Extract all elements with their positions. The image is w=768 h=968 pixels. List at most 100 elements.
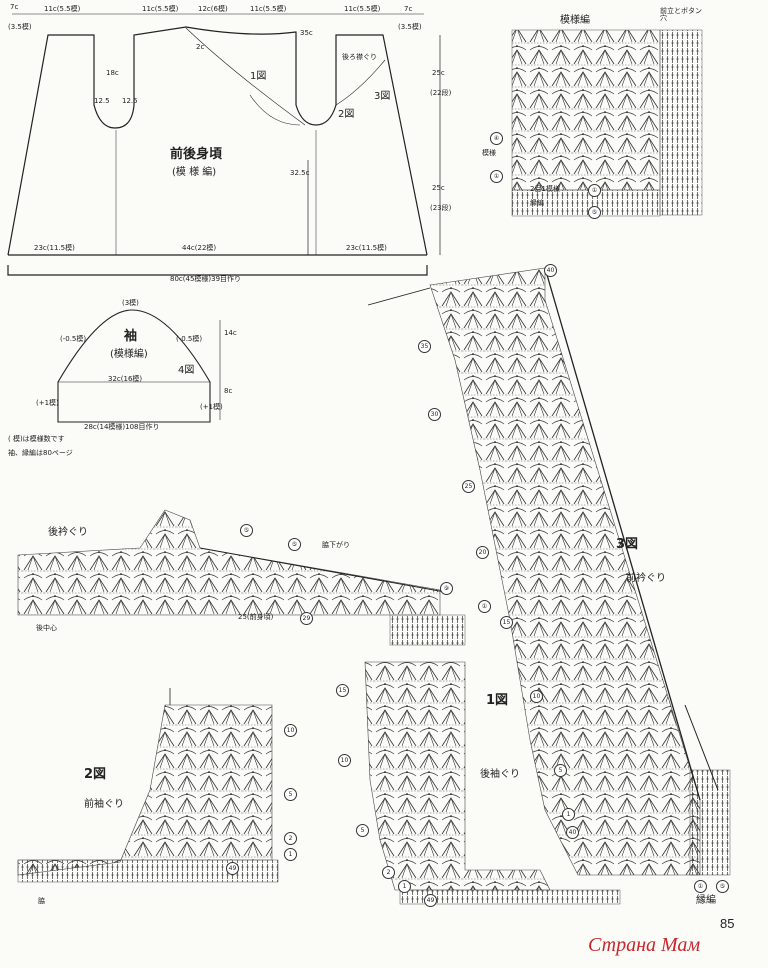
sleeve-label: (+1模)	[36, 399, 59, 407]
row-marker: ④	[490, 132, 503, 145]
row-marker: 25	[462, 480, 475, 493]
diagram-back-label: 脇下がり	[322, 541, 350, 549]
edge-sample-corner-title: 前立とボタン穴	[660, 7, 702, 22]
diagram-2-label: 脇	[38, 897, 45, 905]
body-outline	[7, 13, 441, 276]
sleeve-subtitle: (模様編)	[110, 349, 148, 360]
body-total-label: 80c(45模様)39目作り	[170, 275, 242, 283]
edge-sample-label: 模様	[482, 149, 496, 157]
body-bottom-label: 44c(22模)	[182, 244, 217, 252]
body-side-label: 35c	[300, 29, 313, 37]
row-marker: ①	[588, 184, 601, 197]
row-marker: 15	[336, 684, 349, 697]
body-side-label: (23段)	[430, 204, 452, 212]
body-bottom-label: 23c(11.5模)	[346, 244, 387, 252]
body-bottom-label: 23c(11.5模)	[34, 244, 75, 252]
row-marker: ①	[694, 880, 707, 893]
diagram-back-chart	[17, 509, 466, 646]
body-inner-label: 12.5	[122, 97, 138, 105]
row-marker: ⑨	[440, 582, 453, 595]
body-side-label: 25c	[432, 184, 445, 192]
row-marker: 35	[418, 340, 431, 353]
note-line: 袖、縁編は80ページ	[8, 449, 73, 457]
row-marker: 1	[284, 848, 297, 861]
diagram-2-chart	[17, 688, 279, 883]
body-top-label: 12c(6模)	[198, 5, 228, 13]
body-top-label: 7c	[404, 5, 413, 13]
body-top-label: 11c(5.5模)	[142, 5, 179, 13]
body-top-label: (3.5模)	[398, 23, 422, 31]
body-top-label: 11c(5.5模)	[250, 5, 287, 13]
row-marker: 49	[424, 894, 437, 907]
sleeve-label: (-0.5模)	[60, 335, 87, 343]
row-marker: 10	[338, 754, 351, 767]
row-marker: ①	[478, 600, 491, 613]
row-marker: 1	[562, 808, 575, 821]
sleeve-title: 袖	[124, 329, 138, 344]
edge-sample-title: 模様編	[560, 15, 590, 26]
row-marker: 10	[284, 724, 297, 737]
row-marker: 5	[356, 824, 369, 837]
row-marker: 1	[398, 880, 411, 893]
edge-sample-label: 2目1模様	[530, 185, 560, 193]
sleeve-label: 8c	[224, 387, 233, 395]
note-line: ( 模)は模様数です	[8, 435, 65, 443]
diagram-back-label: 後中心	[36, 624, 57, 632]
body-top-label: (3.5模)	[8, 23, 32, 31]
row-marker: 2	[382, 866, 395, 879]
body-inner-label: 3図	[374, 91, 391, 102]
body-side-label: (22段)	[430, 89, 452, 97]
body-side-label: 32.5c	[290, 169, 310, 177]
row-marker: 15	[500, 616, 513, 629]
body-top-label: 7c	[10, 3, 19, 11]
row-marker: 5	[554, 764, 567, 777]
sleeve-outline	[57, 309, 221, 423]
row-marker: ⑤	[588, 206, 601, 219]
body-top-label: 11c(5.5模)	[44, 5, 81, 13]
diagram-1-caption: 後袖ぐり	[480, 769, 520, 780]
body-subtitle: (模 様 編)	[172, 167, 217, 178]
body-inner-label: 2c	[196, 43, 205, 51]
body-inner-label: 12.5	[94, 97, 110, 105]
row-marker: 29	[300, 612, 313, 625]
diagram-back-title: 後衿ぐり	[48, 527, 88, 538]
sleeve-label: (3模)	[122, 299, 139, 307]
sleeve-label: 32c(16模)	[108, 375, 143, 383]
page-number: 85	[720, 916, 735, 931]
row-marker: 40	[544, 264, 557, 277]
row-marker: ⑤	[288, 538, 301, 551]
row-marker: 20	[476, 546, 489, 559]
body-inner-label: 1図	[250, 71, 267, 82]
body-inner-label: 後ろ襟ぐり	[342, 53, 377, 61]
diagram-1-title: 1図	[486, 693, 509, 708]
body-title: 前後身頃	[170, 147, 223, 162]
row-marker: ⑤	[240, 524, 253, 537]
diagram-2-title: 2図	[84, 767, 107, 782]
body-inner-label: 18c	[106, 69, 119, 77]
sleeve-label: (-0.5模)	[176, 335, 203, 343]
row-marker: 30	[428, 408, 441, 421]
diagram-3-title: 3図	[616, 537, 639, 552]
body-side-label: 25c	[432, 69, 445, 77]
row-marker: ⑤	[716, 880, 729, 893]
watermark: Страна Мам	[588, 934, 701, 956]
diagram-3-caption: 前衿ぐり	[626, 573, 666, 584]
diagram-2-caption: 前袖ぐり	[84, 799, 124, 810]
row-marker: ①	[490, 170, 503, 183]
diagram-back-label: 25(前身頃)	[238, 613, 274, 621]
diagram-3-edge-label: 縁編	[696, 895, 716, 906]
edge-sample-chart	[511, 29, 703, 217]
edge-sample-label: 縁編	[530, 199, 544, 207]
row-marker: 49	[226, 862, 239, 875]
diagram-1-chart	[364, 661, 621, 905]
body-inner-label: 2図	[338, 109, 355, 120]
row-marker: 2	[284, 832, 297, 845]
diagram-3-chart	[367, 267, 731, 876]
body-top-label: 11c(5.5模)	[344, 5, 381, 13]
sleeve-label: (+1模)	[200, 403, 223, 411]
row-marker: 40	[566, 826, 579, 839]
row-marker: 10	[530, 690, 543, 703]
sleeve-label: 28c(14模様)108目作り	[84, 423, 160, 431]
